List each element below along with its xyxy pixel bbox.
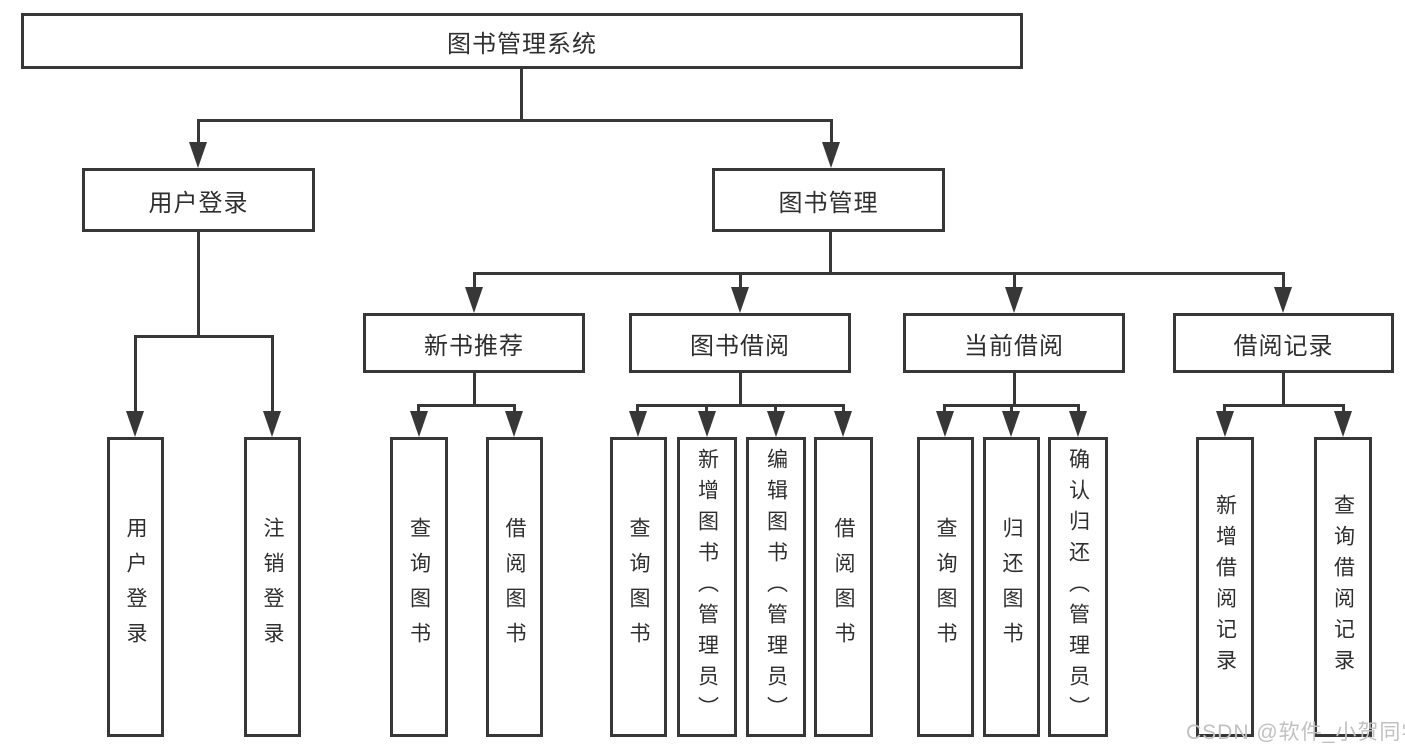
connector-drop <box>636 404 639 413</box>
connector-hbar <box>1223 404 1345 407</box>
connector-drop <box>473 272 476 289</box>
connector-drop <box>197 119 200 144</box>
arrowhead-down <box>189 142 207 168</box>
node-current-borrowing: 当前借阅 <box>903 313 1125 373</box>
node-library-management-system: 图书管理系统 <box>21 13 1023 69</box>
leaf-query-books-current: 查询图书 <box>917 437 974 737</box>
leaf-label: 用户登录 <box>124 517 147 657</box>
connector-drop <box>134 335 137 413</box>
arrowhead-down <box>465 287 483 313</box>
csdn-watermark: CSDN @软件_小贺同学 <box>1186 721 1405 744</box>
connector-hbar <box>636 404 845 407</box>
arrowhead-down <box>629 411 647 437</box>
node-new-book-recommendation: 新书推荐 <box>363 313 585 373</box>
connector-book-mgmt-hbar <box>473 272 1285 275</box>
node-book-management: 图书管理 <box>712 168 945 232</box>
leaf-label: 查询图书 <box>627 517 650 657</box>
arrowhead-down <box>1216 411 1234 437</box>
leaf-label: 查询借阅记录 <box>1331 494 1355 680</box>
connector-book-mgmt-stem <box>829 231 832 275</box>
leaf-borrow-books-borrowing: 借阅图书 <box>814 437 873 737</box>
leaf-query-borrow-record: 查询借阅记录 <box>1314 437 1372 737</box>
leaf-label: 确认归还（管理员） <box>1066 447 1090 727</box>
node-label: 图书借阅 <box>690 332 790 360</box>
leaf-label: 新增借阅记录 <box>1213 494 1237 680</box>
arrowhead-down <box>410 411 428 437</box>
node-label: 图书管理系统 <box>447 30 597 58</box>
arrowhead-down <box>698 411 716 437</box>
connector-drop <box>830 119 833 144</box>
connector-hbar <box>417 404 516 407</box>
arrowhead-down <box>505 411 523 437</box>
leaf-borrow-books-recommend: 借阅图书 <box>486 437 543 737</box>
arrowhead-down <box>1069 411 1087 437</box>
arrowhead-down <box>936 411 954 437</box>
connector-drop <box>943 404 946 413</box>
arrowhead-down <box>263 411 281 437</box>
arrowhead-down <box>1002 411 1020 437</box>
arrowhead-down <box>1274 287 1292 313</box>
connector-drop <box>271 335 274 413</box>
connector-drop <box>774 404 777 413</box>
connector-drop <box>1010 404 1013 413</box>
node-label: 新书推荐 <box>424 332 524 360</box>
connector-drop <box>842 404 845 413</box>
leaf-label: 归还图书 <box>1000 517 1023 657</box>
leaf-logout: 注销登录 <box>244 437 301 737</box>
leaf-label: 新增图书（管理员） <box>695 447 719 727</box>
node-user-login: 用户登录 <box>82 168 315 232</box>
leaf-add-books-admin: 新增图书（管理员） <box>677 437 737 737</box>
connector-stem <box>473 372 476 407</box>
connector-stem <box>1013 372 1016 407</box>
node-borrowing-records: 借阅记录 <box>1173 313 1394 373</box>
leaf-confirm-return-admin: 确认归还（管理员） <box>1048 437 1108 737</box>
leaf-user-login: 用户登录 <box>107 437 164 737</box>
node-label: 图书管理 <box>778 189 879 217</box>
arrowhead-down <box>1005 287 1023 313</box>
leaf-label: 借阅图书 <box>832 517 855 657</box>
connector-stem <box>739 372 742 407</box>
leaf-label: 查询图书 <box>934 517 957 657</box>
connector-drop <box>1342 404 1345 413</box>
arrowhead-down <box>834 411 852 437</box>
node-label: 用户登录 <box>148 189 249 217</box>
connector-drop <box>1223 404 1226 413</box>
arrowhead-down <box>126 411 144 437</box>
leaf-label: 查询图书 <box>407 517 431 657</box>
connector-drop <box>513 404 516 413</box>
leaf-label: 借阅图书 <box>503 517 526 657</box>
leaf-label: 编辑图书（管理员） <box>764 447 788 727</box>
arrowhead-down <box>1334 411 1352 437</box>
leaf-edit-books-admin: 编辑图书（管理员） <box>746 437 806 737</box>
connector-drop <box>1282 272 1285 289</box>
node-label: 当前借阅 <box>964 332 1064 360</box>
arrowhead-down <box>767 411 785 437</box>
node-book-borrowing: 图书借阅 <box>629 313 851 373</box>
connector-user-login-hbar <box>134 335 274 338</box>
connector-root-hbar <box>197 119 833 122</box>
leaf-query-books-borrowing: 查询图书 <box>610 437 667 737</box>
connector-drop <box>739 272 742 289</box>
connector-drop <box>1077 404 1080 413</box>
arrowhead-down <box>731 287 749 313</box>
leaf-label: 注销登录 <box>261 517 284 657</box>
connector-drop <box>705 404 708 413</box>
connector-root-stem <box>520 68 523 122</box>
leaf-return-books: 归还图书 <box>983 437 1040 737</box>
leaf-add-borrow-record: 新增借阅记录 <box>1196 437 1254 737</box>
node-label: 借阅记录 <box>1233 332 1334 360</box>
connector-user-login-stem <box>197 231 200 338</box>
connector-drop <box>417 404 420 413</box>
arrowhead-down <box>822 142 840 168</box>
connector-stem <box>1282 372 1285 407</box>
connector-drop <box>1013 272 1016 289</box>
leaf-query-books-recommend: 查询图书 <box>390 437 448 737</box>
